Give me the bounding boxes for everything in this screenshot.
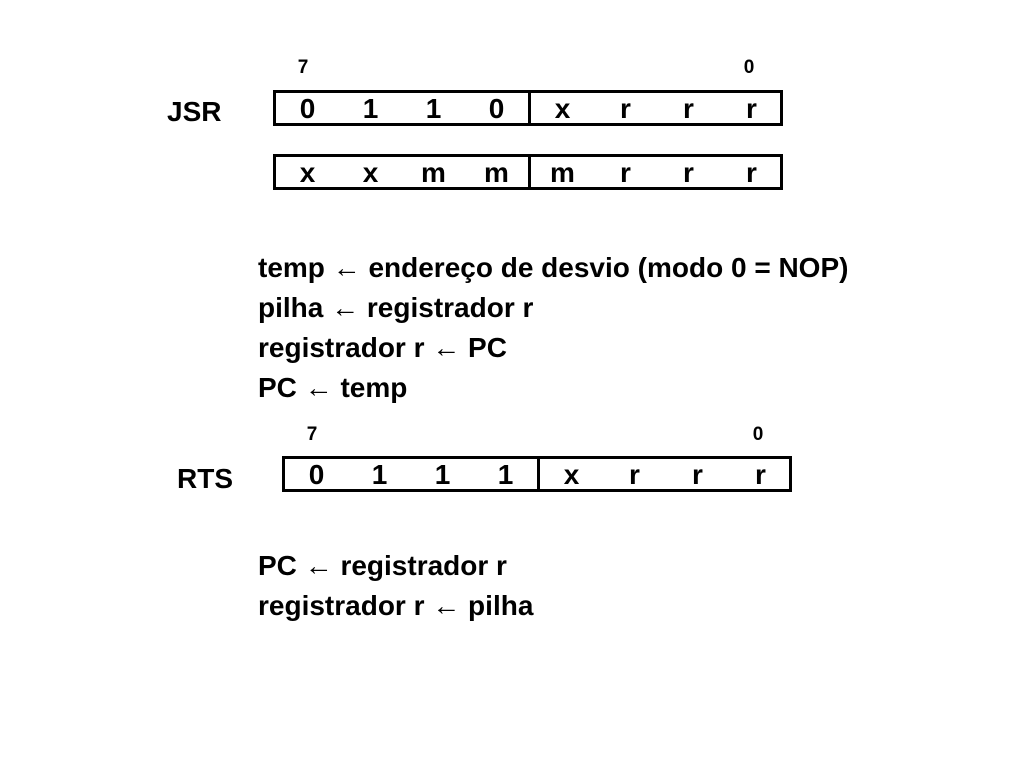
jsr-instruction-name: JSR — [167, 96, 222, 127]
jsr-word2-bit: r — [683, 157, 694, 188]
jsr-word2-bit: x — [362, 157, 379, 188]
jsr-opcode-word-2: x x m m m r r r — [273, 154, 783, 190]
rts-word1-bit: 1 — [371, 459, 388, 490]
jsr-word2-bit: m — [484, 157, 509, 188]
jsr-word1-bit: r — [683, 93, 694, 124]
jsr-word1-bit: x — [554, 93, 571, 124]
rts-instruction-name: RTS — [177, 463, 233, 494]
jsr-word1-bit: 0 — [299, 93, 316, 124]
rts-word1-bit: 1 — [497, 459, 514, 490]
rts-bit-0-label: 0 — [752, 424, 764, 445]
jsr-opcode-word-1: 0 1 1 0 x r r r — [273, 90, 783, 126]
rts-word1-high-nibble: 0 1 1 1 — [285, 459, 540, 490]
jsr-word2-bit: x — [299, 157, 316, 188]
rts-word1-low-nibble: x r r r — [540, 459, 792, 490]
rts-description-line: PC ← registrador r — [258, 550, 507, 581]
rts-word1-bit: r — [629, 459, 640, 490]
jsr-word1-bit: 0 — [488, 93, 505, 124]
rts-word1-bit: r — [755, 459, 766, 490]
jsr-description-line: registrador r ← PC — [258, 332, 507, 363]
jsr-word1-bit: r — [746, 93, 757, 124]
rts-description: PC ← registrador r registrador r ← pilha — [258, 546, 533, 626]
jsr-description: temp ← endereço de desvio (modo 0 = NOP)… — [258, 248, 848, 408]
jsr-bit-0-label: 0 — [743, 57, 755, 78]
jsr-description-line: pilha ← registrador r — [258, 292, 534, 323]
rts-word1-bit: r — [692, 459, 703, 490]
rts-word1-bit: 1 — [434, 459, 451, 490]
rts-word1-bit: 0 — [308, 459, 325, 490]
jsr-word2-high-nibble: x x m m — [276, 157, 531, 188]
rts-description-line: registrador r ← pilha — [258, 590, 534, 621]
jsr-word1-bit: r — [620, 93, 631, 124]
jsr-word1-bit: 1 — [425, 93, 442, 124]
jsr-word2-bit: r — [620, 157, 631, 188]
rts-word1-bit: x — [563, 459, 580, 490]
rts-opcode-word-1: 0 1 1 1 x r r r — [282, 456, 792, 492]
jsr-bit-7-label: 7 — [297, 57, 309, 78]
jsr-word1-low-nibble: x r r r — [531, 93, 783, 124]
jsr-word1-bit: 1 — [362, 93, 379, 124]
jsr-description-line: temp ← endereço de desvio (modo 0 = NOP) — [258, 252, 849, 283]
jsr-word2-bit: r — [746, 157, 757, 188]
jsr-word2-low-nibble: m r r r — [531, 157, 783, 188]
jsr-word2-bit: m — [550, 157, 575, 188]
rts-bit-7-label: 7 — [306, 424, 318, 445]
jsr-description-line: PC ← temp — [258, 372, 408, 403]
jsr-word1-high-nibble: 0 1 1 0 — [276, 93, 531, 124]
jsr-word2-bit: m — [421, 157, 446, 188]
